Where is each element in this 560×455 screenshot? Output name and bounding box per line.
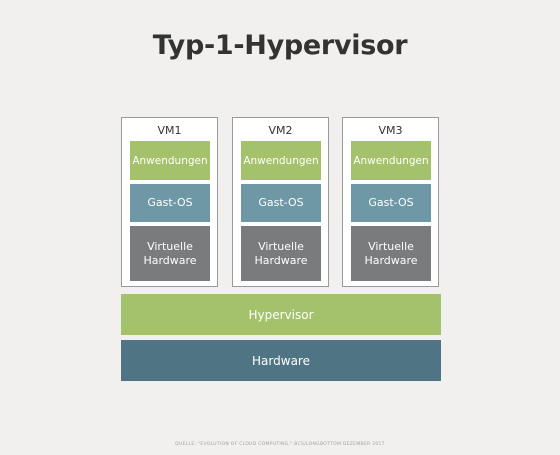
virtual-hardware-line1: Virtuelle [368,239,414,253]
applications-layer: Anwendungen [351,141,431,180]
virtual-hardware-line2: Hardware [143,253,197,267]
virtual-hardware-line1: Virtuelle [147,239,193,253]
guest-os-layer: Gast-OS [130,184,210,222]
source-note: QUELLE: "EVOLUTION OF CLOUD COMPUTING," … [175,442,385,447]
guest-os-layer: Gast-OS [351,184,431,222]
applications-layer: Anwendungen [241,141,321,180]
vm-label: VM1 [157,124,182,137]
virtual-hardware-layer: Virtuelle Hardware [241,226,321,281]
virtual-hardware-line2: Hardware [254,253,308,267]
virtual-hardware-layer: Virtuelle Hardware [130,226,210,281]
vm-box-1: VM1 Anwendungen Gast-OS Virtuelle Hardwa… [121,117,218,287]
vm-box-2: VM2 Anwendungen Gast-OS Virtuelle Hardwa… [232,117,329,287]
vm-box-3: VM3 Anwendungen Gast-OS Virtuelle Hardwa… [342,117,439,287]
virtual-hardware-layer: Virtuelle Hardware [351,226,431,281]
guest-os-layer: Gast-OS [241,184,321,222]
vm-label: VM3 [378,124,403,137]
diagram-title: Typ-1-Hypervisor [152,30,408,61]
applications-layer: Anwendungen [130,141,210,180]
hypervisor-layer: Hypervisor [121,294,441,335]
virtual-hardware-line1: Virtuelle [258,239,304,253]
hardware-layer: Hardware [121,340,441,381]
virtual-hardware-line2: Hardware [364,253,418,267]
vm-label: VM2 [268,124,293,137]
